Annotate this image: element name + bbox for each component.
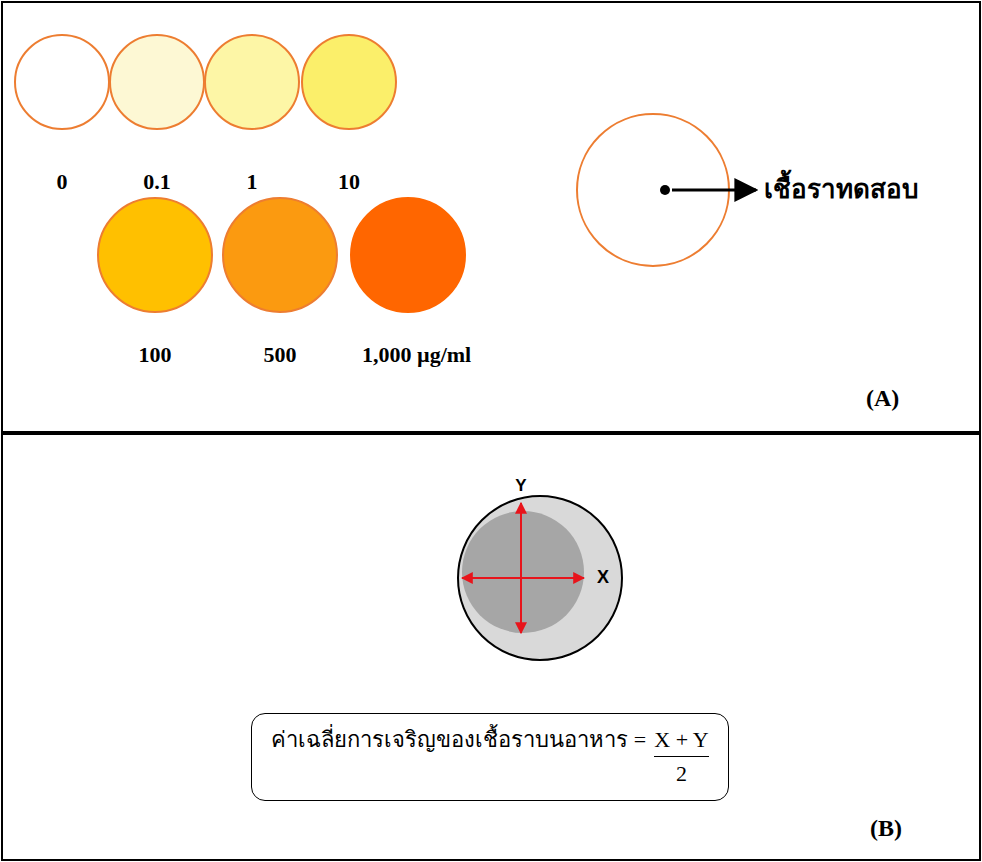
plate-outline — [109, 34, 205, 130]
fungal-colony — [462, 511, 584, 633]
fraction: X + Y 2 — [654, 725, 708, 788]
concentration-label: 10 — [338, 169, 360, 195]
plate-outline — [97, 197, 213, 313]
plate-circle — [351, 198, 465, 312]
plate-circle — [110, 35, 204, 129]
concentration-label: 0 — [57, 169, 68, 195]
concentration-label: 1,000 µg/ml — [362, 342, 471, 368]
fraction-bar — [654, 756, 708, 757]
numerator: X + Y — [654, 725, 708, 755]
concentration-plate: 1,000 µg/ml — [350, 197, 466, 313]
formula-box: ค่าเฉลี่ยการเจริญของเชื้อราบนอาหาร = X + … — [251, 713, 728, 801]
concentration-label: 0.1 — [143, 169, 171, 195]
formula: ค่าเฉลี่ยการเจริญของเชื้อราบนอาหาร = X + … — [271, 725, 708, 788]
panel-frame: (A)00.11101005001,000 µg/ml — [1, 1, 981, 433]
axis-letter: Y — [515, 476, 526, 496]
fungus-inoculum — [660, 185, 670, 195]
concentration-label: 100 — [139, 342, 172, 368]
plate-circle — [15, 35, 109, 129]
concentration-label: 500 — [264, 342, 297, 368]
plate-circle — [205, 35, 299, 129]
concentration-plate: 0.1 — [109, 34, 205, 130]
plate-circle — [302, 35, 396, 129]
plate-outline — [301, 34, 397, 130]
panel-frame: (B) ค่าเฉลี่ยการเจริญของเชื้อราบนอาหาร = X… — [1, 433, 981, 861]
diameter-y-arrow — [520, 503, 522, 633]
plate-outline — [350, 197, 466, 313]
denominator: 2 — [676, 759, 687, 789]
plate-outline — [222, 197, 338, 313]
plate-outline — [204, 34, 300, 130]
concentration-plate: 0 — [14, 34, 110, 130]
concentration-plate: 1 — [204, 34, 300, 130]
test-fungus-label: เชื้อราทดสอบ — [764, 174, 919, 205]
petri-dish — [458, 496, 622, 660]
concentration-label: 1 — [247, 169, 258, 195]
panel-letter: (B) — [870, 814, 902, 843]
plate-circle — [98, 198, 212, 312]
diameter-x-arrow — [462, 577, 584, 579]
leader-arrow — [672, 189, 756, 192]
plate-circle — [223, 198, 337, 312]
panel-letter: (A) — [866, 384, 899, 413]
concentration-plate: 100 — [97, 197, 213, 313]
axis-letter: X — [597, 567, 609, 589]
formula-text: ค่าเฉลี่ยการเจริญของเชื้อราบนอาหาร = — [271, 725, 646, 755]
concentration-plate: 10 — [301, 34, 397, 130]
concentration-plate: 500 — [222, 197, 338, 313]
plate-outline — [14, 34, 110, 130]
